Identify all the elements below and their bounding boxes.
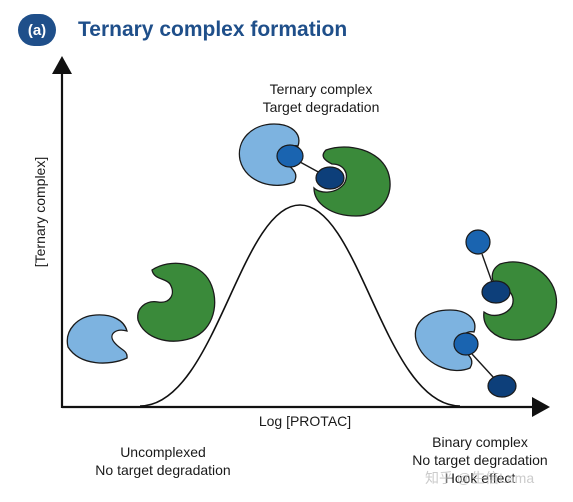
protac-warhead-icon (276, 144, 304, 168)
y-axis-label: [Ternary complex] (32, 156, 48, 268)
protac-ligand-icon (315, 166, 345, 190)
target-protein-icon (66, 314, 128, 364)
protac-ligand-icon (487, 374, 517, 398)
peak-caption-line2: Target degradation (262, 99, 380, 115)
x-axis-arrow-icon (532, 397, 550, 417)
axes (52, 56, 550, 417)
ternary-complex-group (238, 123, 391, 217)
panel-badge: (a) (18, 14, 56, 46)
uncomplexed-group (66, 262, 216, 364)
e3-ligase-icon (313, 146, 391, 217)
x-axis-label: Log [PROTAC] (258, 413, 352, 429)
watermark: 知乎 @生信Lama (425, 470, 535, 486)
e3-ligase-icon (137, 262, 216, 342)
y-axis-arrow-icon (52, 56, 72, 74)
peak-caption: Ternary complex Target degradation (226, 80, 416, 116)
left-caption-line2: No target degradation (95, 462, 231, 478)
left-caption: Uncomplexed No target degradation (58, 443, 268, 479)
peak-caption-line1: Ternary complex (269, 81, 373, 97)
panel-title: Ternary complex formation (78, 18, 348, 41)
ternary-complex-curve (139, 204, 461, 407)
right-caption-line1: Binary complex (432, 434, 528, 450)
protac-warhead-icon (465, 229, 491, 255)
protac-linker (471, 353, 495, 379)
left-caption-line1: Uncomplexed (120, 444, 206, 460)
protac-warhead-icon (453, 332, 479, 356)
protac-ligand-icon (481, 280, 511, 304)
right-caption: Binary complex No target degradation Hoo… (390, 433, 570, 487)
right-caption-line3: Hook effect (444, 470, 516, 486)
binary-complex-group (414, 229, 558, 398)
protac-linker (481, 253, 493, 283)
right-caption-line2: No target degradation (412, 452, 548, 468)
